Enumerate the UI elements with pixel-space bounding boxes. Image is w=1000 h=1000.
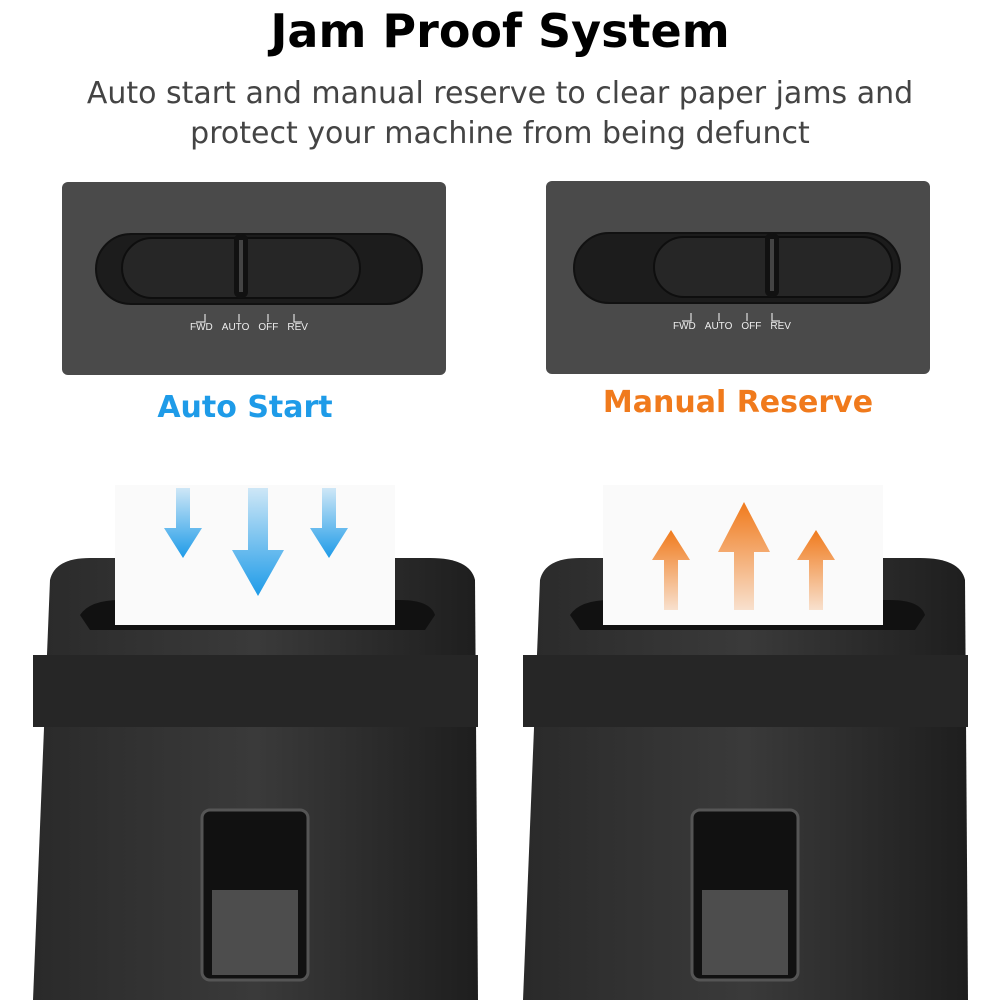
arrow-up-icon (652, 502, 835, 610)
switch-label-fwd: FWD (190, 322, 213, 333)
subtitle-line-1: Auto start and manual reserve to clear p… (86, 76, 914, 111)
switch-label-off: OFF (741, 321, 762, 332)
switch-panel-auto: FWD AUTO OFF REV (62, 182, 446, 375)
switch-label-rev: REV (770, 321, 791, 332)
arrow-down-icon (164, 488, 348, 596)
switch-label-off: OFF (258, 322, 279, 333)
switch-label-auto: AUTO (221, 322, 250, 333)
mode-slider-switch (573, 232, 901, 322)
mode-slider-switch (95, 233, 423, 323)
switch-label-fwd: FWD (673, 321, 696, 332)
switch-panel-reserve: FWD AUTO OFF REV (546, 181, 930, 374)
auto-start-label: Auto Start (157, 390, 333, 425)
page-title: Jam Proof System (270, 4, 730, 58)
shredder-auto-start (33, 485, 478, 1000)
shredder-manual-reserve (523, 485, 968, 1000)
subtitle-line-2: protect your machine from being defunct (190, 116, 810, 151)
manual-reserve-label: Manual Reserve (602, 385, 874, 420)
switch-label-auto: AUTO (704, 321, 733, 332)
switch-label-rev: REV (287, 322, 308, 333)
